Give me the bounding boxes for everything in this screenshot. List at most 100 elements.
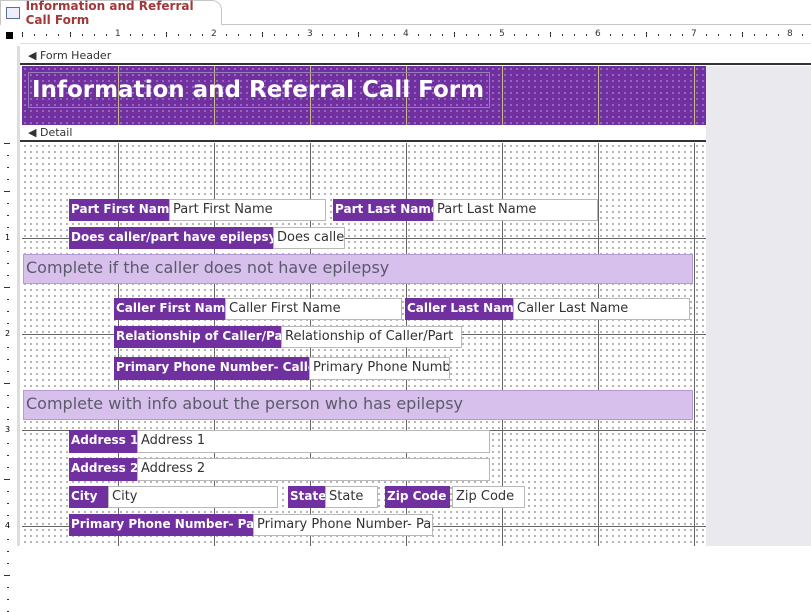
ruler-tick bbox=[250, 34, 251, 36]
section-band-caller[interactable]: Complete if the caller does not have epi… bbox=[23, 254, 693, 284]
ruler-tick bbox=[7, 347, 9, 348]
caller-last-name-field[interactable]: Caller Last Name bbox=[513, 298, 690, 320]
section-band-person[interactable]: Complete with info about the person who … bbox=[23, 390, 693, 420]
ruler-tick bbox=[358, 32, 359, 37]
phone-caller-field[interactable]: Primary Phone Number- Caller bbox=[309, 357, 450, 380]
ruler-tick bbox=[766, 34, 767, 36]
ruler-tick bbox=[7, 419, 9, 420]
phone-part-field[interactable]: Primary Phone Number- Part bbox=[253, 514, 433, 536]
ruler-tick bbox=[7, 203, 9, 204]
ruler-tick bbox=[7, 563, 9, 564]
ruler-tick bbox=[490, 34, 491, 36]
ruler-tick bbox=[58, 34, 59, 36]
ruler-tick bbox=[7, 371, 9, 372]
ruler-tick bbox=[7, 251, 9, 252]
ruler-tick bbox=[286, 34, 287, 36]
part-first-name-label: Part First Name bbox=[69, 199, 169, 221]
zip-code-field[interactable]: Zip Code bbox=[452, 486, 525, 508]
ruler-tick bbox=[154, 34, 155, 36]
ruler-tick bbox=[478, 34, 479, 36]
city-field[interactable]: City bbox=[108, 486, 278, 508]
ruler-tick bbox=[46, 34, 47, 36]
ruler-tick bbox=[262, 32, 263, 37]
ruler-tick bbox=[394, 34, 395, 36]
ruler-number: 3 bbox=[5, 425, 11, 434]
ruler-tick bbox=[7, 167, 9, 168]
ruler-tick bbox=[346, 34, 347, 36]
detail-label: Detail bbox=[39, 126, 73, 139]
ruler-tick bbox=[334, 34, 335, 36]
ruler-tick bbox=[82, 34, 83, 36]
ruler-tick bbox=[382, 34, 383, 36]
ruler-tick bbox=[7, 443, 9, 444]
ruler-tick bbox=[142, 34, 143, 36]
address1-field[interactable]: Address 1 bbox=[137, 430, 490, 453]
ruler-number: 4 bbox=[5, 521, 11, 530]
caller-first-name-field[interactable]: Caller First Name bbox=[225, 298, 402, 320]
ruler-tick bbox=[7, 179, 9, 180]
ruler-tick bbox=[430, 34, 431, 36]
ruler-tick bbox=[370, 34, 371, 36]
ruler-tick bbox=[7, 215, 9, 216]
part-first-name-field[interactable]: Part First Name bbox=[169, 199, 326, 221]
ruler-tick bbox=[7, 599, 9, 600]
epilepsy-label: Does caller/part have epilepsy? bbox=[69, 227, 273, 249]
part-last-name-label: Part Last Name bbox=[333, 199, 433, 221]
epilepsy-field[interactable]: Does caller/part have epilepsy? bbox=[273, 227, 345, 249]
form-selector[interactable] bbox=[2, 28, 16, 42]
state-field[interactable]: State bbox=[325, 486, 378, 508]
address2-field[interactable]: Address 2 bbox=[137, 458, 490, 481]
ruler-tick bbox=[682, 34, 683, 36]
part-last-name-field[interactable]: Part Last Name bbox=[433, 199, 598, 221]
zip-code-label: Zip Code bbox=[385, 486, 450, 508]
ruler-tick bbox=[7, 467, 9, 468]
ruler-tick bbox=[574, 34, 575, 36]
ruler-tick bbox=[166, 32, 167, 37]
ruler-tick bbox=[7, 503, 9, 504]
ruler-number: 1 bbox=[5, 233, 11, 242]
caller-last-name-label: Caller Last Name bbox=[405, 298, 513, 320]
ruler-tick bbox=[670, 34, 671, 36]
relationship-label: Relationship of Caller/Part bbox=[114, 326, 281, 348]
form-header-section[interactable]: Information and Referral Call Form bbox=[22, 66, 706, 125]
ruler-tick bbox=[22, 32, 23, 37]
address1-label: Address 1 bbox=[69, 430, 137, 453]
ruler-tick bbox=[634, 34, 635, 36]
ruler-tick bbox=[238, 34, 239, 36]
ruler-tick bbox=[34, 34, 35, 36]
ruler-tick bbox=[130, 34, 131, 36]
ruler-number: 7 bbox=[691, 29, 697, 39]
ruler-tick bbox=[802, 34, 803, 36]
ruler-tick bbox=[706, 34, 707, 36]
ruler-tick bbox=[7, 455, 9, 456]
ruler-tick bbox=[202, 34, 203, 36]
ruler-tick bbox=[7, 323, 9, 324]
form-header-bar[interactable]: ◀ Form Header bbox=[20, 48, 811, 65]
ruler-tick bbox=[658, 34, 659, 36]
ruler-tick bbox=[94, 34, 95, 36]
ruler-tick bbox=[7, 275, 9, 276]
address2-label: Address 2 bbox=[69, 458, 137, 481]
form-title-label[interactable]: Information and Referral Call Form bbox=[28, 72, 490, 108]
ruler-number: 6 bbox=[595, 29, 601, 39]
document-tab[interactable]: Information and Referral Call Form bbox=[0, 0, 222, 27]
ruler-tick bbox=[466, 34, 467, 36]
ruler-tick bbox=[418, 34, 419, 36]
detail-bar[interactable]: ◀ Detail bbox=[20, 125, 811, 142]
ruler-tick bbox=[70, 32, 71, 37]
ruler-tick bbox=[550, 32, 551, 37]
ruler-tick bbox=[7, 551, 9, 552]
ruler-tick bbox=[742, 32, 743, 37]
phone-part-label: Primary Phone Number- Part bbox=[69, 514, 253, 536]
ruler-number: 2 bbox=[5, 329, 11, 338]
ruler-tick bbox=[322, 34, 323, 36]
ruler-tick bbox=[4, 383, 10, 384]
ruler-tick bbox=[514, 34, 515, 36]
ruler-tick bbox=[226, 34, 227, 36]
ruler-tick bbox=[718, 34, 719, 36]
ruler-tick bbox=[7, 587, 9, 588]
ruler-tick bbox=[7, 155, 9, 156]
relationship-field[interactable]: Relationship of Caller/Part bbox=[281, 326, 462, 348]
vertical-ruler[interactable]: 1 2 3 4 bbox=[0, 46, 20, 612]
